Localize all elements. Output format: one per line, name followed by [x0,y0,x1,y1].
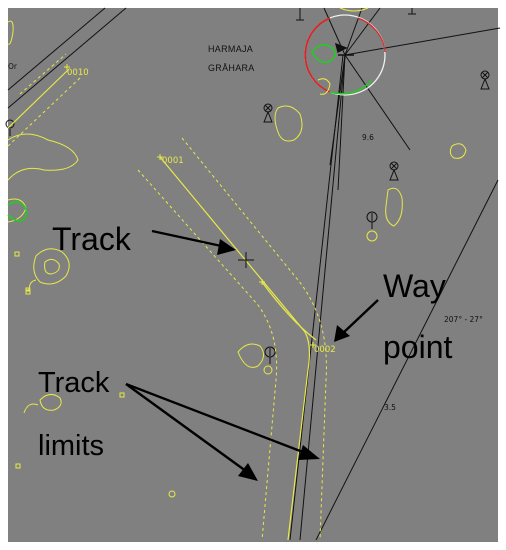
annotation-track-limits-1: Track [38,367,110,399]
waypoint-label-0002: 0002 [314,345,336,355]
light-sector-symbol [304,14,386,96]
annotation-track: Track [52,221,132,257]
track-cursor [238,252,254,268]
depth-label: 9.6 [362,133,374,142]
route-track [7,53,327,541]
annotation-way: Way [383,268,446,304]
track-line-0010 [7,69,69,129]
waypoint-markers [64,64,316,348]
track-limit-0010 [7,77,81,147]
annotation-point: point [383,329,453,365]
annotation-arrows [125,229,379,481]
place-name-grahara: GRÅHARA [208,63,255,73]
track-limit-left [137,169,278,541]
track-line [159,156,311,541]
depth-label: 3.5 [384,403,396,412]
edge-fragment-label: Or [8,62,18,71]
sea-area [8,8,498,542]
track-limit-right [181,137,327,541]
bearing-label: 207° - 27° [444,315,483,324]
beacon-symbols [5,8,490,364]
annotation-track-limits-2: limits [38,430,104,462]
place-name-harmaja: HARMAJA [208,44,253,54]
green-land-patch [7,201,28,222]
shoal-contours [7,7,467,498]
waypoint-label-0001: 0001 [162,156,184,166]
waypoint-label-0010: 0010 [67,68,89,78]
